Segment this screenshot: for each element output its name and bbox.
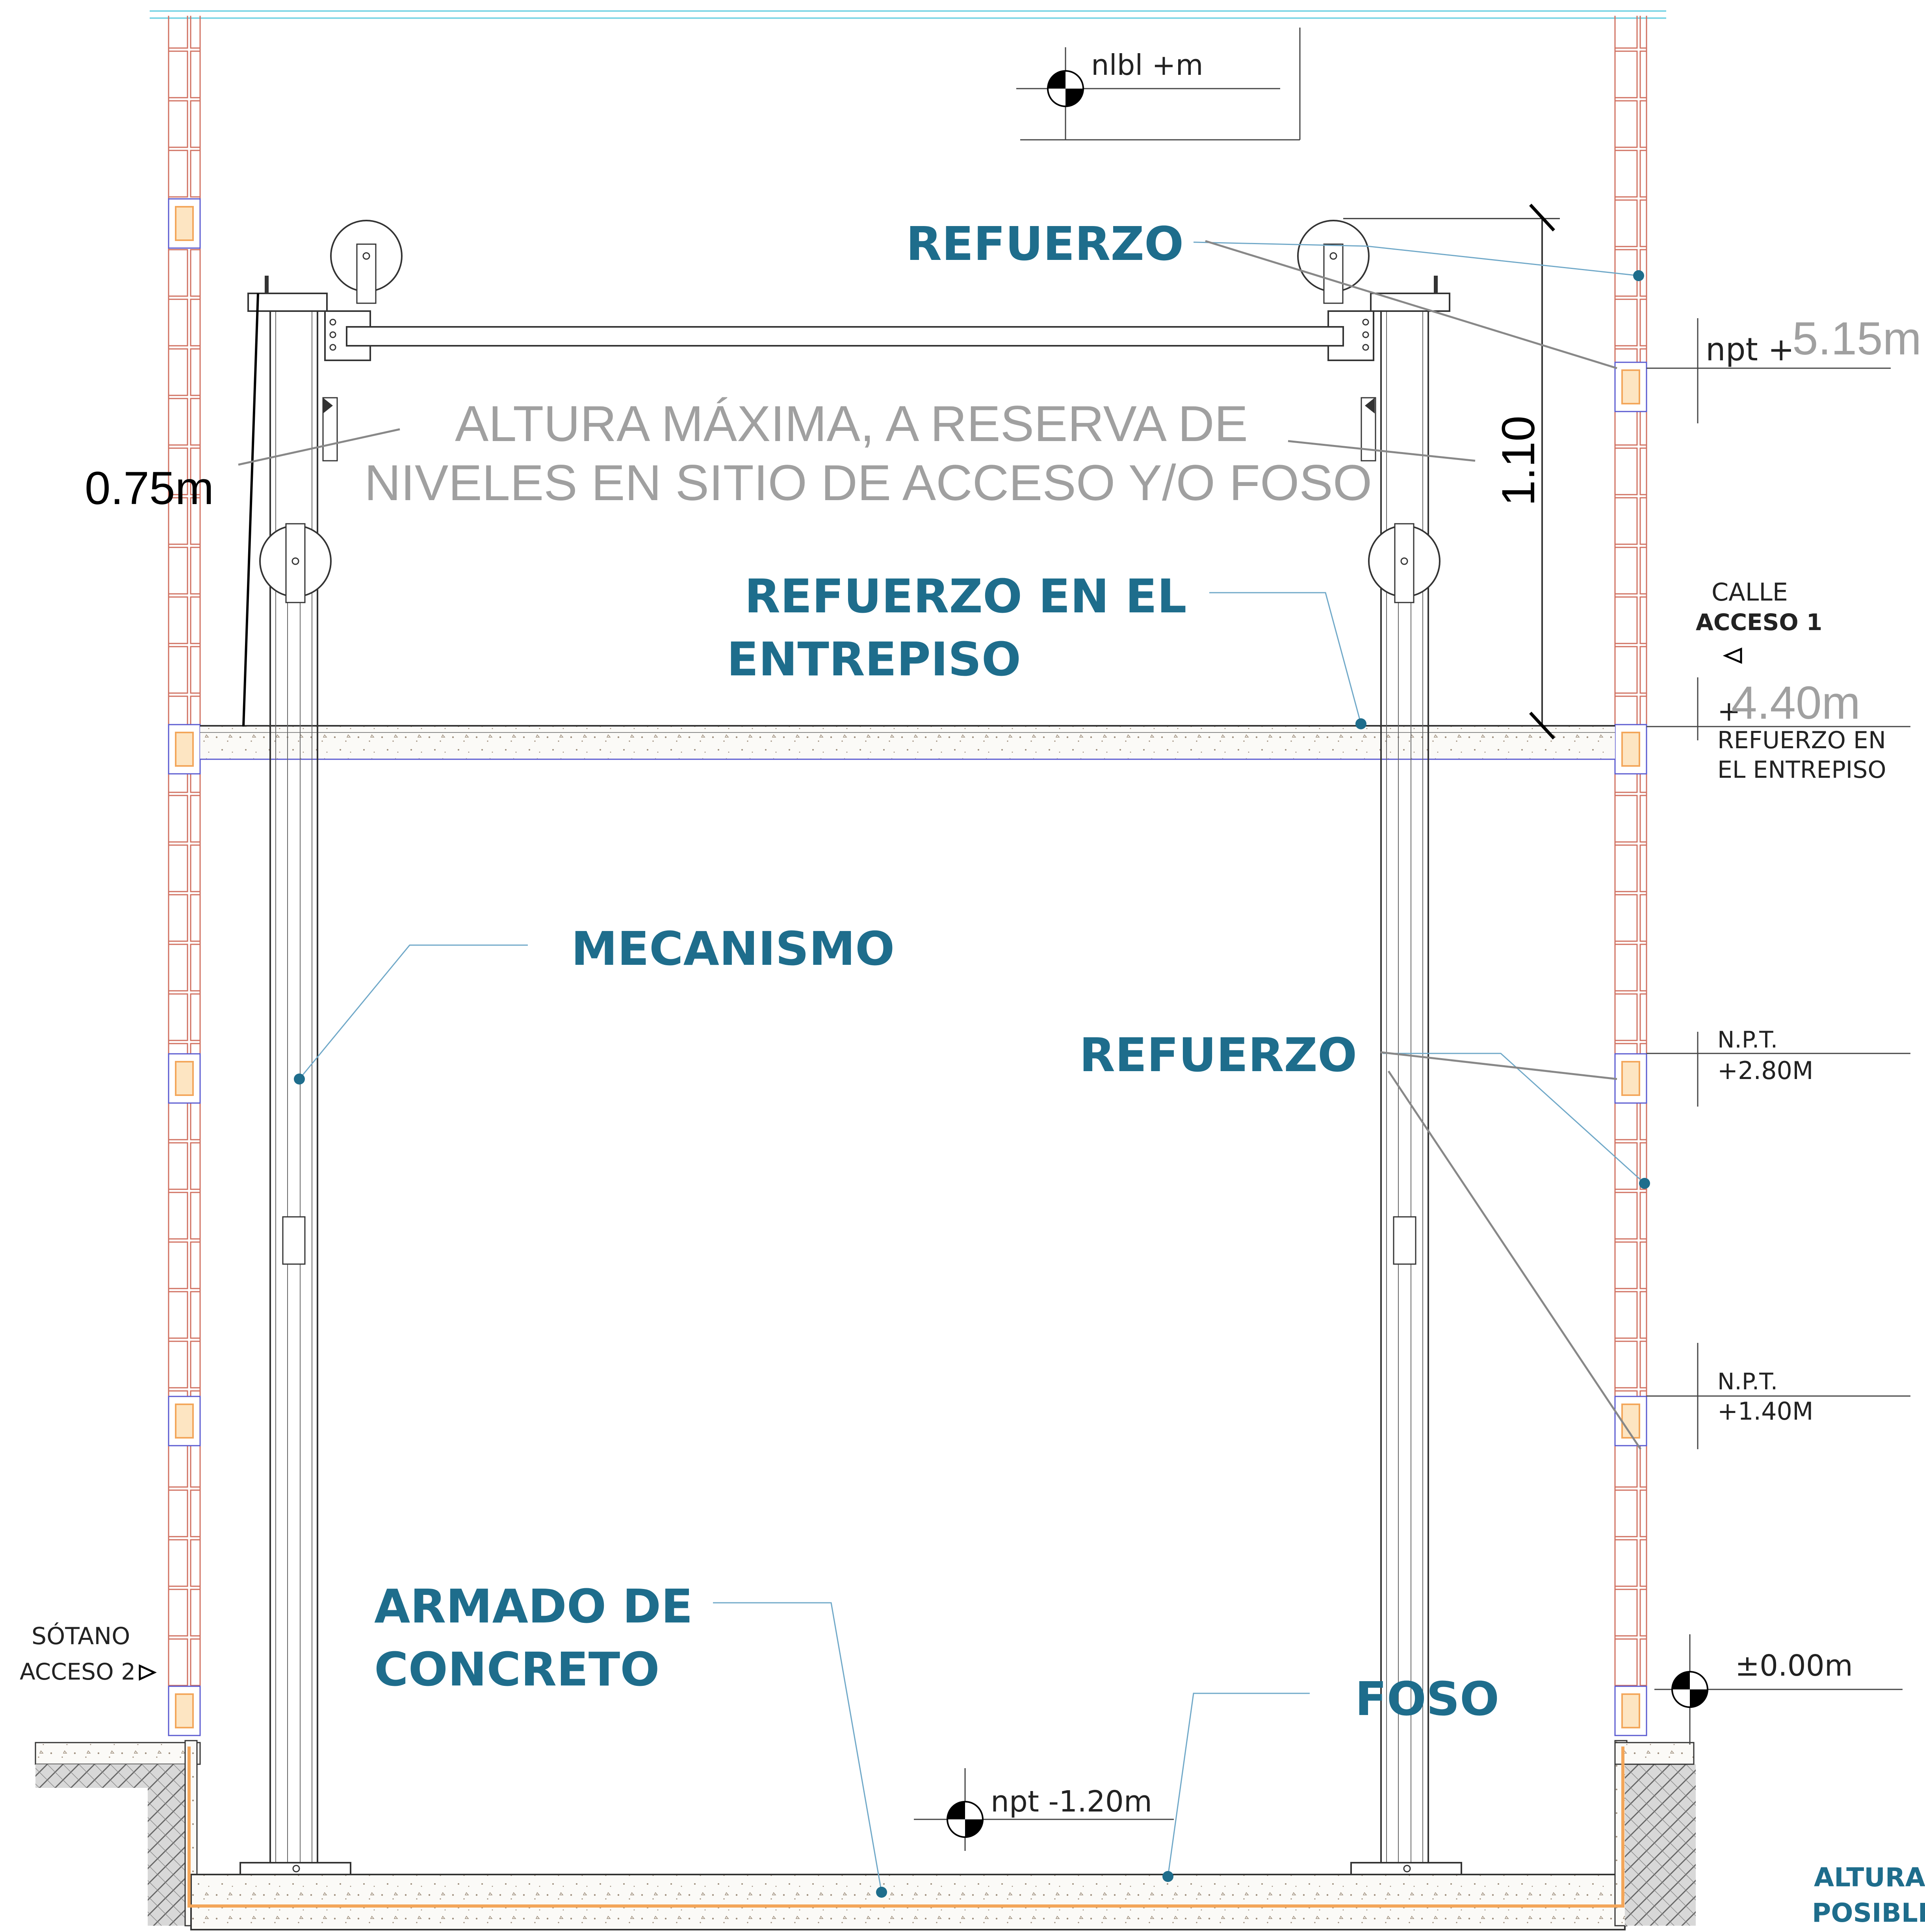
right-brick-wall [1614,16,1647,1736]
leader-refuerzo-top [1193,241,1639,276]
npt-280-a: N.P.T. [1717,1026,1778,1053]
altura-corner-1: ALTURA D [1814,1862,1925,1893]
level-515-lines [1647,318,1891,423]
npt-440-value: 4.40m [1731,677,1860,729]
access-arrow-icon [139,1664,157,1681]
level-top-label: nlbl +m [1091,48,1203,82]
label-armado-2: CONCRETO [374,1642,660,1697]
left-brick-wall [168,16,201,1736]
left-lower-pulley [259,523,332,603]
left-head-bracket [247,276,371,462]
npt-neg120-label: npt -1.20m [991,1785,1152,1819]
npt-000-label: ±0.00m [1735,1649,1853,1683]
right-upper-pulley [1297,220,1370,304]
left-upper-pulley [330,220,403,304]
refuerzo-small-2: EL ENTREPISO [1717,756,1886,784]
refuerzo-small-1: REFUERZO EN [1717,727,1886,754]
level-marker-icon [947,1801,984,1838]
dimension-110-line [1343,204,1560,740]
foso-pit [35,1740,1696,1930]
level-440-lines [1647,677,1910,740]
leader-mecanismo [299,944,528,1079]
label-mecanismo: MECANISMO [571,922,895,976]
top-slab-lines [150,10,1666,19]
level-140-lines [1647,1343,1910,1449]
npt-140-b: +1.40M [1717,1397,1814,1426]
level-280-lines [1647,1032,1910,1107]
level-marker-icon [1047,70,1084,107]
gray-leader-lines [238,240,1642,1450]
label-refuerzo-entrepiso-2: ENTREPISO [727,632,1021,686]
leader-armado [713,1602,882,1893]
right-lower-pulley [1368,523,1441,603]
dimension-075-line [242,293,259,727]
leader-refuerzo-mid [1383,1053,1645,1184]
acceso-2-label: ACCESO 2 [20,1658,136,1685]
npt-140-a: N.P.T. [1717,1368,1778,1395]
npt-515-value: 5.15m [1792,313,1921,365]
altura-note-line-2: NIVELES EN SITIO DE ACCESO Y/O FOSO [364,455,1372,511]
leader-dots [294,270,1650,1898]
label-refuerzo-entrepiso-1: REFUERZO EN EL [744,569,1187,623]
acceso-1-label: ACCESO 1 [1696,609,1822,636]
dimension-110-label: 1.10 [1492,415,1544,506]
npt-440-prefix: + [1717,695,1741,727]
leader-foso [1167,1693,1310,1877]
altura-corner-2: POSIBLE [1812,1898,1925,1928]
npt-515-prefix: npt + [1706,331,1794,368]
label-foso: FOSO [1355,1672,1499,1726]
top-crossbeam [346,326,1344,347]
sotano-label: SÓTANO [32,1622,130,1650]
level-marker-icon [1671,1671,1708,1708]
npt-280-b: +2.80M [1717,1056,1814,1085]
entrepiso-slab [200,725,1615,760]
dimension-075-label: 0.75m [85,462,214,514]
label-armado-1: ARMADO DE [374,1579,693,1633]
leader-lines [299,241,1645,1893]
label-refuerzo-mid: REFUERZO [1079,1028,1357,1082]
label-refuerzo-top: REFUERZO [906,217,1184,271]
altura-note-line-1: ALTURA MÁXIMA, A RESERVA DE [455,396,1248,452]
calle-label: CALLE [1712,578,1788,606]
right-head-bracket [1327,276,1450,462]
leader-refuerzo-entrepiso [1209,592,1362,724]
access-arrow-icon [1723,647,1742,664]
